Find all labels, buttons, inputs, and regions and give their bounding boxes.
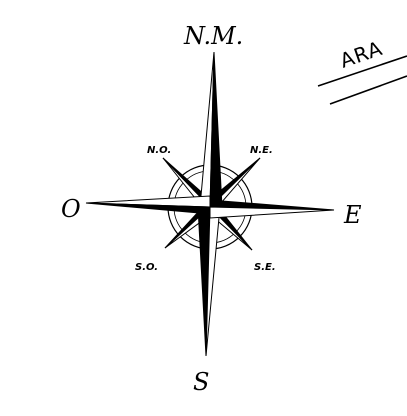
label-northwest: N.O.: [147, 145, 171, 156]
road-label: ARA: [337, 36, 386, 73]
label-southeast: S.E.: [254, 262, 276, 273]
label-south: S: [193, 368, 209, 396]
label-north: N.M.: [183, 22, 243, 50]
label-east: E: [343, 201, 362, 229]
road-line-lower: [330, 76, 407, 104]
label-west: O: [61, 195, 81, 223]
cardinal-points: [86, 52, 334, 356]
label-southwest: S.O.: [135, 262, 158, 273]
label-northeast: N.E.: [250, 145, 273, 156]
